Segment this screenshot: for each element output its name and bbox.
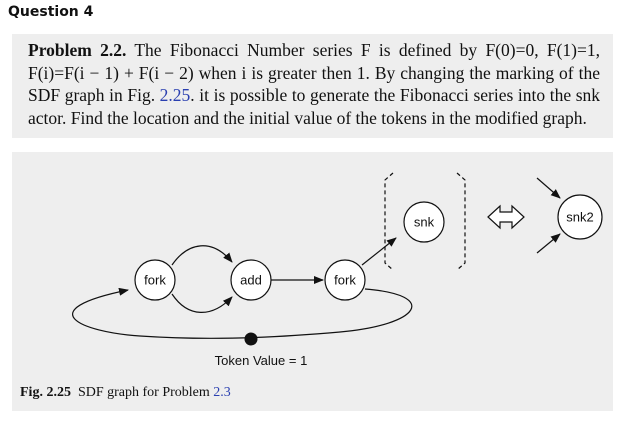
token-value-label: Token Value = 1 [215, 353, 308, 368]
caption-reference-link[interactable]: 2.3 [213, 385, 231, 400]
bracket-left [384, 172, 394, 271]
node-fork-1: fork [134, 259, 176, 301]
caption-text: SDF graph for Problem [70, 385, 214, 400]
node-snk-label: snk [414, 215, 435, 230]
node-add-label: add [240, 273, 262, 288]
problem-text-b: . it is possible to generate the Fibonac… [28, 85, 601, 128]
question-title: Question 4 [8, 4, 94, 20]
problem-text: Problem 2.2. The Fibonacci Number series… [28, 39, 600, 129]
node-fork-1-label: fork [144, 273, 166, 288]
edge-fork-add-upper [171, 245, 233, 266]
node-add: add [230, 259, 272, 301]
node-fork-2: fork [324, 259, 366, 301]
figure-reference-link[interactable]: 2.25 [159, 85, 191, 105]
node-fork-2-label: fork [334, 273, 356, 288]
edge-in-snk2-upper [536, 177, 561, 199]
problem-text-a: The Fibonacci Number series F is defined… [28, 40, 600, 105]
problem-label: Problem 2.2. [28, 40, 127, 60]
node-snk: snk [403, 201, 445, 243]
problem-box: Problem 2.2. The Fibonacci Number series… [12, 34, 613, 138]
edge-fork-fork-feedback [72, 287, 413, 339]
figure-box [12, 152, 613, 411]
node-snk2-label: snk2 [566, 210, 593, 225]
double-arrow-icon [487, 204, 525, 230]
caption-label: Fig. 2.25 [20, 385, 71, 400]
edge-fork-snk [361, 237, 397, 266]
figure-caption: Fig. 2.25 SDF graph for Problem 2.3 [20, 385, 231, 401]
edge-fork-add-lower [171, 293, 233, 313]
edge-in-snk2-lower [536, 233, 561, 254]
node-snk2: snk2 [557, 194, 603, 240]
bracket-right [456, 172, 466, 271]
token-dot [244, 332, 258, 346]
